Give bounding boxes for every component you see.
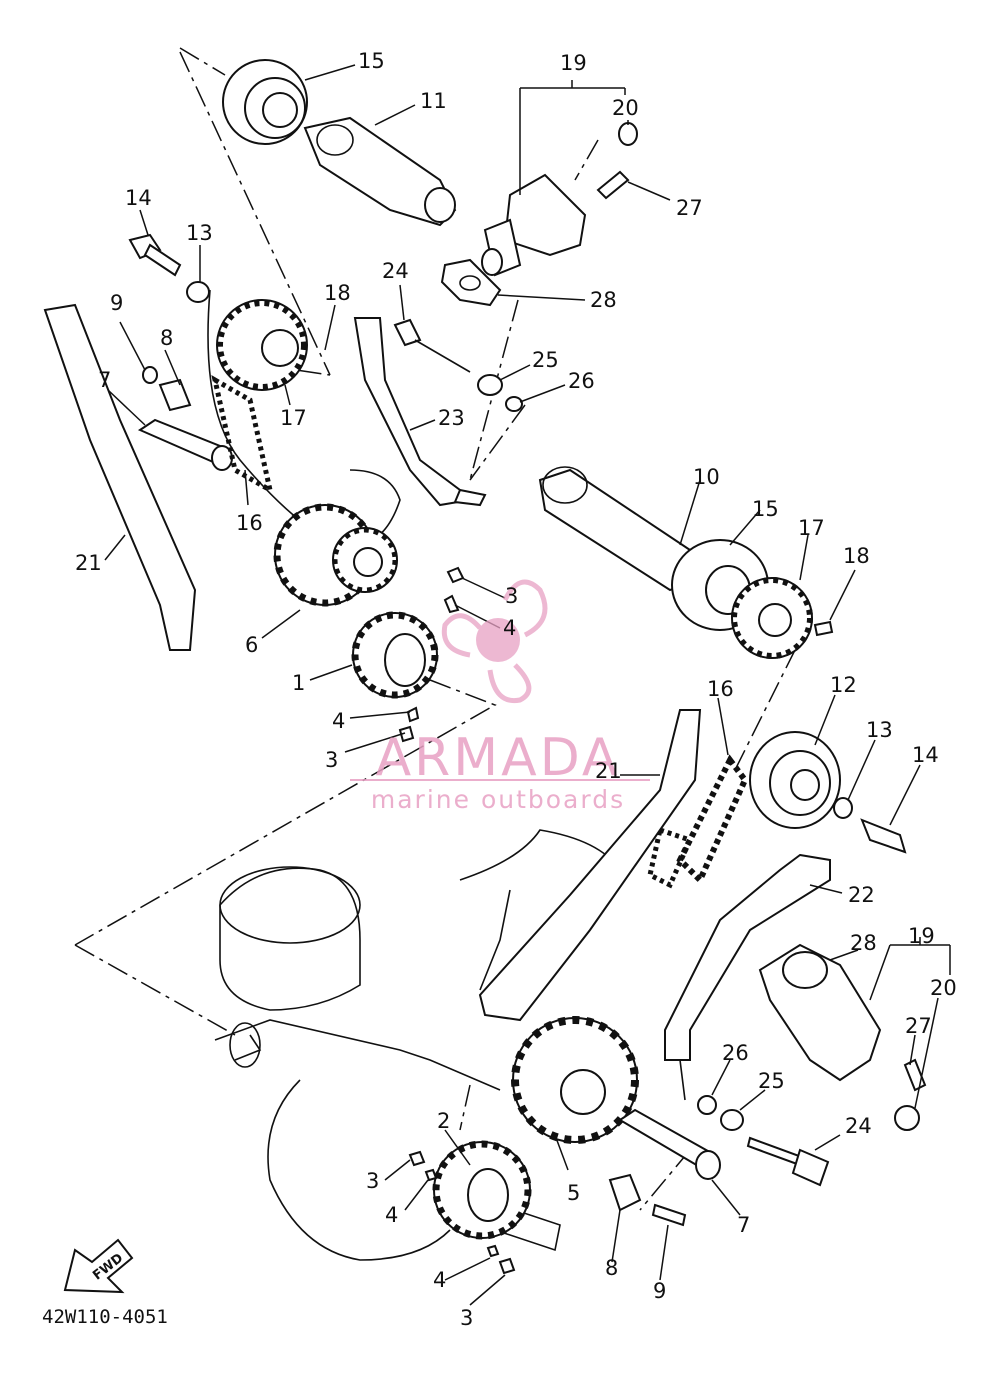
callout-9-bottom: 9 bbox=[653, 1279, 666, 1303]
gear-5 bbox=[511, 1016, 639, 1144]
callout-14: 14 bbox=[125, 186, 152, 210]
armada-logo bbox=[441, 579, 548, 704]
callout-15-right: 15 bbox=[752, 497, 779, 521]
gear-1 bbox=[351, 566, 465, 743]
camshaft-top bbox=[303, 116, 457, 227]
callout-12: 12 bbox=[830, 673, 857, 697]
callout-13: 13 bbox=[186, 221, 213, 245]
callout-26: 26 bbox=[568, 369, 595, 393]
bolt-24-top bbox=[393, 318, 523, 412]
callout-8: 8 bbox=[160, 326, 173, 350]
callout-19-right: 19 bbox=[908, 924, 935, 948]
gear-2 bbox=[408, 1140, 532, 1275]
callout-3: 3 bbox=[505, 584, 518, 608]
watermark-tagline: marine outboards bbox=[371, 785, 625, 814]
callout-13-right: 13 bbox=[866, 718, 893, 742]
callout-16: 16 bbox=[236, 511, 263, 535]
callout-26-right: 26 bbox=[722, 1041, 749, 1065]
callout-7-bottom: 7 bbox=[737, 1213, 750, 1237]
callout-6: 6 bbox=[245, 633, 258, 657]
callout-22: 22 bbox=[848, 883, 875, 907]
callout-5: 5 bbox=[567, 1181, 580, 1205]
callout-15: 15 bbox=[358, 49, 385, 73]
callout-labels: 15 11 19 20 27 14 13 24 18 28 9 8 25 26 … bbox=[75, 49, 957, 1330]
gasket-top bbox=[440, 258, 502, 307]
sprocket-17-top bbox=[216, 299, 308, 391]
tensioner-top bbox=[481, 173, 587, 277]
callout-8-bottom: 8 bbox=[605, 1256, 618, 1280]
leader-lines bbox=[104, 64, 951, 1306]
callout-17-right: 17 bbox=[798, 516, 825, 540]
callout-16-right: 16 bbox=[707, 677, 734, 701]
callout-2: 2 bbox=[437, 1109, 450, 1133]
callout-21-right: 21 bbox=[595, 759, 622, 783]
bearing-top bbox=[222, 59, 308, 145]
callout-11: 11 bbox=[420, 89, 447, 113]
callout-18-right: 18 bbox=[843, 544, 870, 568]
fwd-arrow-icon: FWD bbox=[63, 1238, 134, 1294]
callout-7: 7 bbox=[98, 368, 111, 392]
timing-chain-16-right bbox=[647, 754, 749, 889]
callout-25: 25 bbox=[532, 348, 559, 372]
sprocket-17-right bbox=[731, 577, 834, 659]
chain-guide-21-right bbox=[478, 709, 702, 1022]
bolt-14-top bbox=[128, 233, 210, 303]
callout-23: 23 bbox=[438, 406, 465, 430]
callout-1: 1 bbox=[292, 671, 305, 695]
callout-4: 4 bbox=[503, 616, 516, 640]
callout-27: 27 bbox=[676, 196, 703, 220]
callout-4-d: 4 bbox=[433, 1268, 446, 1292]
pin-7-bottom bbox=[608, 1108, 721, 1227]
chain-guide-21-left bbox=[43, 303, 197, 651]
crankcase-outline bbox=[214, 829, 621, 1261]
callout-4-b: 4 bbox=[332, 709, 345, 733]
callout-3-b: 3 bbox=[325, 748, 338, 772]
callout-18: 18 bbox=[324, 281, 351, 305]
camshaft-10 bbox=[538, 466, 697, 592]
tensioner-right bbox=[758, 943, 927, 1131]
callout-9: 9 bbox=[110, 291, 123, 315]
watermark-brand: ARMADA bbox=[376, 728, 621, 788]
callout-25-right: 25 bbox=[758, 1069, 785, 1093]
cap-bolt-top bbox=[596, 122, 638, 200]
callout-3-c: 3 bbox=[366, 1169, 379, 1193]
callout-4-c: 4 bbox=[385, 1203, 398, 1227]
chain-guide-23 bbox=[353, 317, 487, 507]
chain-guide-22 bbox=[664, 853, 831, 1101]
diagram-code: 42W110-4051 bbox=[42, 1306, 168, 1328]
sprocket-12 bbox=[749, 731, 907, 854]
callout-20: 20 bbox=[612, 96, 639, 120]
callout-28-right: 28 bbox=[850, 931, 877, 955]
nuts-right bbox=[697, 1095, 830, 1187]
callout-14-right: 14 bbox=[912, 743, 939, 767]
callout-24: 24 bbox=[382, 259, 409, 283]
callout-28: 28 bbox=[590, 288, 617, 312]
pin-7-top bbox=[137, 366, 233, 471]
callout-17: 17 bbox=[280, 406, 307, 430]
callout-21: 21 bbox=[75, 551, 102, 575]
gear-6 bbox=[273, 503, 398, 607]
callout-10: 10 bbox=[693, 465, 720, 489]
callout-3-d: 3 bbox=[460, 1306, 473, 1330]
callout-24-right: 24 bbox=[845, 1114, 872, 1138]
callout-19: 19 bbox=[560, 51, 587, 75]
callout-20-right: 20 bbox=[930, 976, 957, 1000]
callout-27-right: 27 bbox=[905, 1014, 932, 1038]
